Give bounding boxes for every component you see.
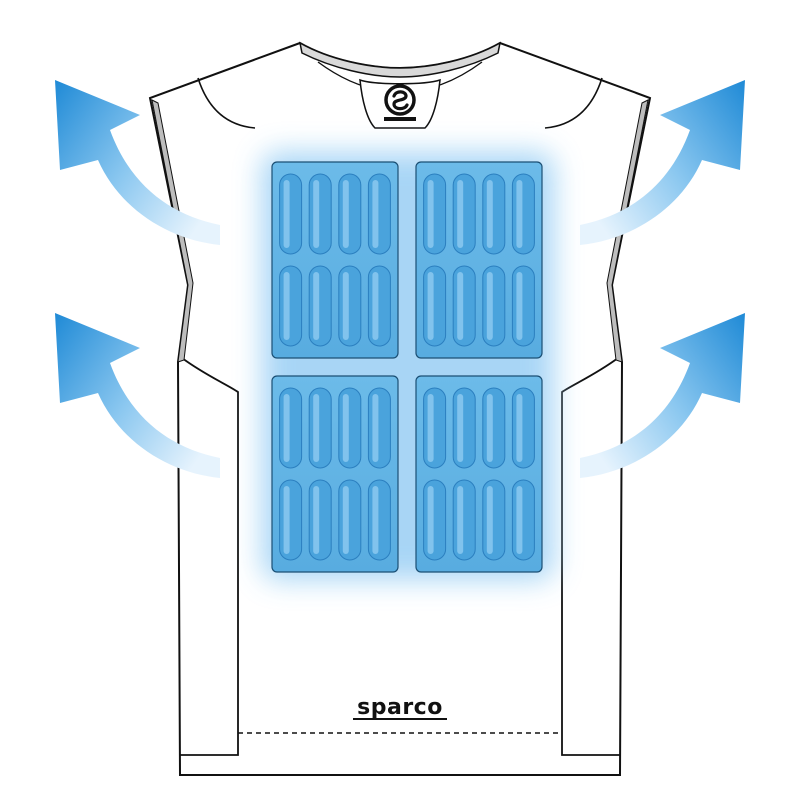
- right-side-panel-seam: [561, 357, 620, 756]
- cooling-pad-ridge: [511, 265, 535, 347]
- cooling-pad-ridge: [511, 479, 535, 561]
- cooling-pad-ridge: [423, 173, 447, 255]
- cooling-pad-ridge: [279, 173, 303, 255]
- cooling-pad-ridge: [308, 173, 332, 255]
- airflow-arrow-icon-lower-left: [55, 313, 220, 478]
- cooling-pad-ridge: [279, 387, 303, 469]
- cooling-pad-ridge-highlight: [342, 486, 349, 554]
- sparco-wordmark: sparco: [357, 695, 443, 720]
- cooling-pad-ridge: [452, 479, 476, 561]
- cooling-pad-ridge-highlight: [427, 486, 434, 554]
- cooling-pad: [415, 375, 543, 573]
- cooling-pad: [271, 161, 399, 359]
- cooling-pad-ridge-highlight: [313, 394, 320, 462]
- cooling-pad-ridge-highlight: [486, 394, 493, 462]
- collar-band: [298, 41, 502, 78]
- cooling-pad: [415, 161, 543, 359]
- cooling-pad-ridge: [511, 173, 535, 255]
- cooling-pad-ridge-highlight: [283, 272, 290, 340]
- cooling-pad-ridge-highlight: [486, 486, 493, 554]
- cooling-pads: [271, 161, 543, 573]
- cooling-pad-ridge: [367, 479, 391, 561]
- cooling-pad-ridge-highlight: [372, 486, 379, 554]
- cooling-pad-ridge-highlight: [372, 272, 379, 340]
- cooling-pad-ridge-highlight: [427, 272, 434, 340]
- cooling-pad-ridge: [279, 265, 303, 347]
- cooling-pad-ridge: [367, 173, 391, 255]
- cooling-pad-ridge: [338, 265, 362, 347]
- cooling-pad-ridge: [338, 387, 362, 469]
- cooling-pad-panel: [415, 375, 543, 573]
- airflow-arrows: [55, 80, 745, 478]
- cooling-pad-ridge: [452, 387, 476, 469]
- cooling-pad-ridge-highlight: [283, 394, 290, 462]
- cooling-pad-ridge-highlight: [457, 180, 464, 248]
- right-armhole-tape: [606, 99, 649, 363]
- cooling-pad-ridge-highlight: [342, 272, 349, 340]
- cooling-pad-ridge: [452, 265, 476, 347]
- cooling-pad-panel: [271, 161, 399, 359]
- cooling-pad-ridge: [423, 265, 447, 347]
- cooling-pad-ridge-highlight: [486, 272, 493, 340]
- cooling-pad-ridge-highlight: [372, 180, 379, 248]
- cooling-pad-ridge: [367, 265, 391, 347]
- cooling-pad-ridge: [367, 387, 391, 469]
- cooling-pad-ridge-highlight: [427, 180, 434, 248]
- cooling-pad-panel: [271, 375, 399, 573]
- airflow-arrow-icon-lower-right: [580, 313, 745, 478]
- cooling-pad-ridge: [423, 479, 447, 561]
- cooling-pad-ridge-highlight: [457, 272, 464, 340]
- left-armhole-tape: [151, 99, 194, 363]
- cooling-pad-ridge: [482, 479, 506, 561]
- sparco-s-logo-icon: [384, 84, 416, 121]
- cooling-pad-ridge-highlight: [342, 394, 349, 462]
- cooling-pad-ridge-highlight: [313, 486, 320, 554]
- cooling-pad-ridge-highlight: [372, 394, 379, 462]
- cooling-pad-ridge: [338, 173, 362, 255]
- cooling-pad-ridge-highlight: [313, 272, 320, 340]
- cooling-pad-ridge: [423, 387, 447, 469]
- cooling-pad-ridge: [482, 387, 506, 469]
- cooling-pad-ridge-highlight: [283, 486, 290, 554]
- cooling-pad-panel: [415, 161, 543, 359]
- left-side-panel-seam: [180, 357, 239, 756]
- cooling-pad-ridge-highlight: [516, 180, 523, 248]
- cooling-pad-ridge-highlight: [457, 394, 464, 462]
- cooling-pad-ridge: [279, 479, 303, 561]
- cooling-pad-ridge-highlight: [516, 272, 523, 340]
- airflow-arrow-icon-upper-left: [55, 80, 220, 245]
- cooling-pad-ridge-highlight: [313, 180, 320, 248]
- cooling-pad-ridge: [482, 173, 506, 255]
- cooling-pad-ridge-highlight: [283, 180, 290, 248]
- cooling-pad-ridge: [482, 265, 506, 347]
- cooling-pad-ridge: [308, 387, 332, 469]
- airflow-arrow-icon-upper-right: [580, 80, 745, 245]
- cooling-pad-ridge-highlight: [457, 486, 464, 554]
- cooling-pad: [271, 375, 399, 573]
- left-shoulder-seam: [197, 77, 256, 129]
- cooling-pad-ridge-highlight: [516, 486, 523, 554]
- cooling-pad-ridge-highlight: [342, 180, 349, 248]
- cooling-pad-ridge: [308, 479, 332, 561]
- neck-label-patch: [359, 78, 441, 129]
- cooling-pad-ridge: [511, 387, 535, 469]
- cooling-pad-ridge-highlight: [486, 180, 493, 248]
- cooling-pad-ridge: [452, 173, 476, 255]
- cooling-pad-ridge-highlight: [427, 394, 434, 462]
- right-shoulder-seam: [544, 77, 603, 129]
- cooling-pad-ridge-highlight: [516, 394, 523, 462]
- cooling-pad-ridge: [308, 265, 332, 347]
- cooling-pad-ridge: [338, 479, 362, 561]
